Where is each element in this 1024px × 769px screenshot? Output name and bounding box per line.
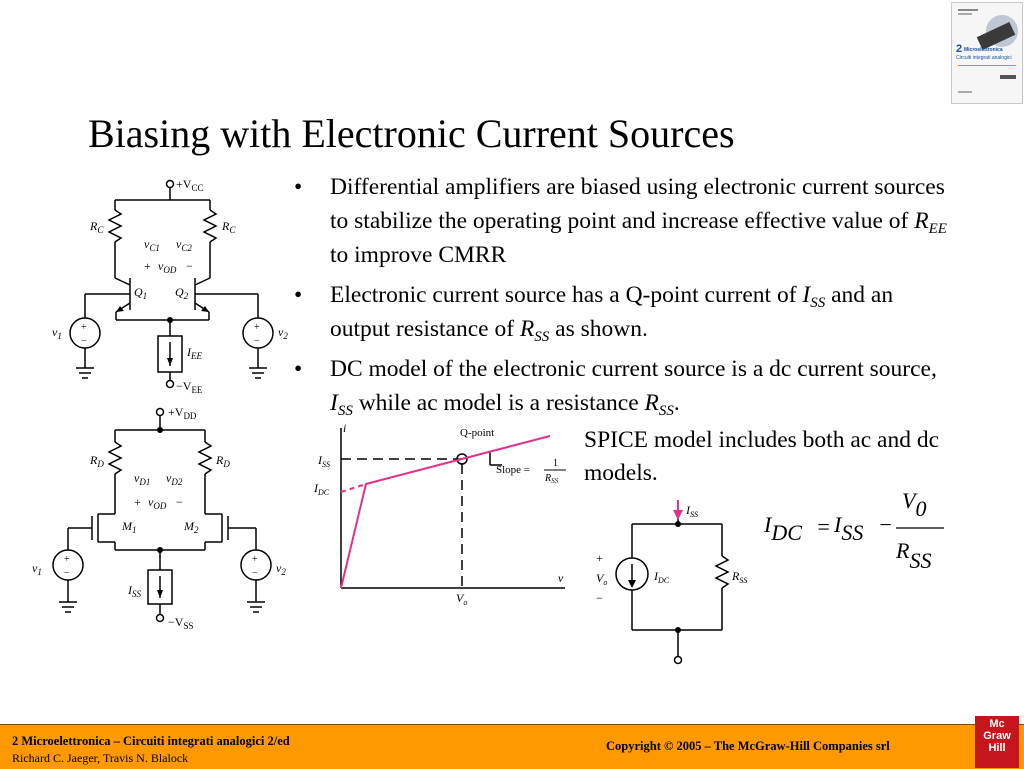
- svg-text:v: v: [558, 571, 564, 585]
- bullet-list: Differential amplifiers are biased using…: [290, 170, 950, 426]
- svg-text:Q1: Q1: [134, 285, 147, 301]
- mcgraw-hill-logo: Mc Graw Hill: [975, 716, 1019, 768]
- idc-equation: IDC = ISS − V0 RSS: [763, 488, 944, 573]
- footer-bar: [0, 724, 1024, 769]
- svg-text:RC: RC: [89, 219, 104, 235]
- svg-text:v2: v2: [278, 325, 288, 341]
- svg-text:ISS: ISS: [833, 512, 863, 545]
- svg-text:vOD: vOD: [148, 495, 167, 511]
- svg-text:+VDD: +VDD: [168, 405, 197, 421]
- svg-text:−: −: [878, 512, 893, 537]
- svg-text:Q2: Q2: [175, 285, 189, 301]
- svg-text:ISS: ISS: [127, 583, 142, 599]
- svg-text:−VSS: −VSS: [168, 615, 193, 631]
- bjt-differential-amplifier: + − + − +VCC RC RC vC1 vC2 + vOD − Q1 Q2 v…: [52, 177, 288, 395]
- svg-text:ISS: ISS: [317, 453, 330, 469]
- svg-text:−: −: [186, 259, 193, 273]
- svg-text:+: +: [64, 554, 70, 565]
- svg-text:RSS: RSS: [731, 569, 747, 585]
- mos-differential-amplifier: + − + − +VDD RD RD vD1 vD2 + vOD − M1 M2 v…: [32, 405, 286, 631]
- svg-text:+: +: [134, 495, 141, 509]
- svg-text:−: −: [176, 495, 183, 509]
- bullet-item: Differential amplifiers are biased using…: [290, 170, 950, 272]
- svg-text:−: −: [254, 336, 260, 347]
- book-cover-art: [958, 9, 1018, 93]
- current-source-model: ISS + Vo − IDC RSS: [596, 500, 747, 665]
- svg-text:+VCC: +VCC: [176, 177, 203, 193]
- svg-text:1: 1: [553, 458, 558, 469]
- cover-title-1: Microelettronica: [964, 47, 1003, 53]
- svg-text:−: −: [252, 568, 258, 579]
- svg-text:+: +: [596, 551, 603, 565]
- svg-text:RD: RD: [215, 453, 230, 469]
- current-arrow-icon: [673, 510, 683, 520]
- book-cover-thumbnail: 2 Microelettronica Circuiti integrati an…: [951, 2, 1023, 104]
- svg-text:IDC: IDC: [313, 481, 330, 497]
- svg-text:−: −: [596, 591, 603, 605]
- svg-text:Slope =: Slope =: [496, 464, 530, 476]
- svg-text:v1: v1: [52, 325, 62, 341]
- svg-text:M2: M2: [183, 519, 199, 535]
- svg-text:IEE: IEE: [186, 345, 202, 361]
- footer-book-title: 2 Microelettronica – Circuiti integrati …: [12, 734, 290, 748]
- svg-text:RD: RD: [89, 453, 104, 469]
- svg-text:+: +: [254, 322, 260, 333]
- bullet-item: Electronic current source has a Q-point …: [290, 278, 950, 346]
- cover-title-2: Circuiti integrati analogici: [956, 55, 1012, 61]
- spice-note: SPICE model includes both ac and dc mode…: [584, 427, 940, 486]
- svg-text:Vo: Vo: [596, 571, 607, 587]
- svg-text:IDC: IDC: [653, 569, 670, 585]
- svg-text:i: i: [343, 421, 346, 435]
- svg-text:RC: RC: [221, 219, 236, 235]
- footer-authors: Richard C. Jaeger, Travis N. Blalock: [12, 751, 189, 765]
- svg-text:v2: v2: [276, 561, 286, 577]
- current-source-iv-graph: i v Q-point ISS IDC Slope = 1 RSS Vo: [313, 421, 566, 607]
- svg-text:IDC: IDC: [763, 512, 802, 545]
- svg-text:=: =: [816, 514, 831, 539]
- cover-number: 2: [956, 43, 963, 55]
- svg-text:vD2: vD2: [166, 471, 183, 487]
- iv-characteristic-line: [340, 435, 551, 589]
- svg-text:M1: M1: [121, 519, 137, 535]
- svg-text:RSS: RSS: [895, 538, 931, 573]
- footer-copyright: Copyright © 2005 – The McGraw-Hill Compa…: [606, 739, 890, 753]
- svg-text:+: +: [81, 322, 87, 333]
- svg-text:−: −: [64, 568, 70, 579]
- svg-text:ISS: ISS: [685, 503, 698, 519]
- svg-text:vOD: vOD: [158, 259, 177, 275]
- svg-text:+: +: [252, 554, 258, 565]
- svg-text:vC2: vC2: [176, 237, 192, 253]
- svg-text:−: −: [81, 336, 87, 347]
- svg-text:−VEE: −VEE: [176, 379, 203, 395]
- svg-text:vC1: vC1: [144, 237, 160, 253]
- svg-text:v1: v1: [32, 561, 42, 577]
- svg-text:Q-point: Q-point: [460, 427, 494, 439]
- svg-text:V0: V0: [902, 488, 926, 521]
- svg-text:+: +: [144, 259, 151, 273]
- slide-title: Biasing with Electronic Current Sources: [88, 111, 735, 156]
- svg-text:RSS: RSS: [544, 473, 559, 485]
- svg-text:Vo: Vo: [456, 591, 467, 607]
- svg-text:vD1: vD1: [134, 471, 150, 487]
- bullet-item: DC model of the electronic current sourc…: [290, 352, 950, 420]
